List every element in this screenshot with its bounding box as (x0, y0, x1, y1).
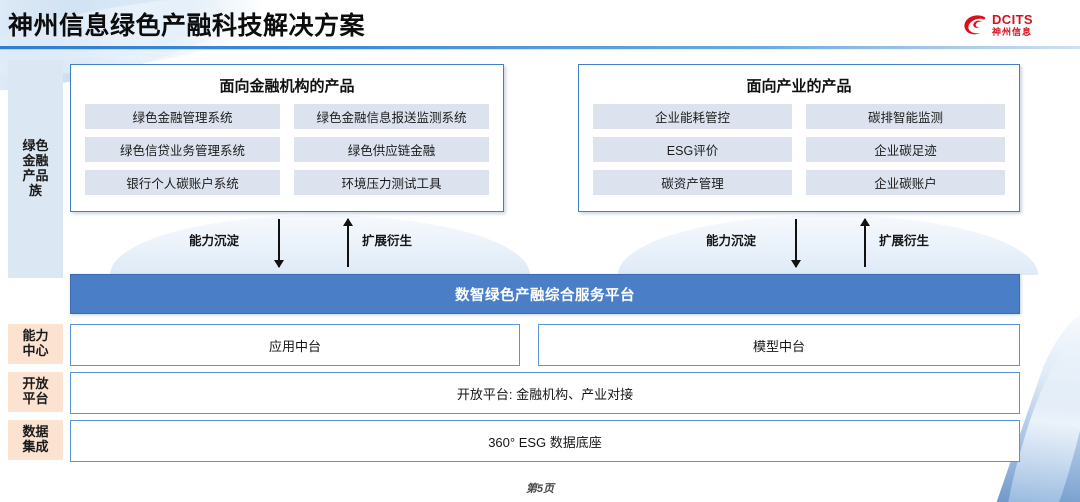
logo-text-cn: 神州信息 (992, 27, 1033, 37)
slide-header: 神州信息绿色产融科技解决方案 DCITS 神州信息 (0, 0, 1080, 50)
arrow-down-right-icon (789, 219, 803, 268)
page-title: 神州信息绿色产融科技解决方案 (8, 12, 366, 40)
sidebar-band-ability: 能力 中心 (8, 324, 63, 364)
sidebar-band-open-platform: 开放 平台 (8, 372, 63, 412)
arrow-up-right-icon (858, 218, 872, 267)
band-products-line-4: 族 (28, 182, 42, 198)
band-products-line-3: 产品 (22, 168, 49, 183)
arrow-down-left-icon (272, 219, 286, 268)
title-divider-soft (0, 49, 1080, 50)
product-chip[interactable]: 企业碳账户 (806, 170, 1005, 195)
product-chip[interactable]: 碳排智能监测 (806, 104, 1005, 129)
band-ability-line-1: 能力 (22, 328, 49, 344)
chip-grid-financial: 绿色金融管理系统 绿色金融信息报送监测系统 绿色信贷业务管理系统 绿色供应链金融… (71, 104, 503, 195)
product-chip[interactable]: 绿色金融管理系统 (85, 104, 280, 129)
flow-label-expansion-derivation-right: 扩展衍生 (879, 234, 930, 248)
band-products-line-1: 绿色 (22, 138, 49, 154)
product-chip[interactable]: ESG评价 (593, 137, 792, 162)
band-products-line-2: 金融 (22, 153, 49, 169)
product-chip[interactable]: 银行个人碳账户系统 (85, 170, 280, 195)
diagram-canvas: 绿色 金融 产品 族 能力 中心 开放 平台 数据 集成 面向金融机构的产品 绿… (0, 52, 1080, 472)
product-chip[interactable]: 绿色信贷业务管理系统 (85, 137, 280, 162)
layer-box-app-middle-platform[interactable]: 应用中台 (70, 324, 520, 366)
product-chip[interactable]: 企业碳足迹 (806, 137, 1005, 162)
band-data-line-1: 数据 (22, 424, 49, 440)
flow-label-expansion-derivation-left: 扩展衍生 (362, 234, 413, 248)
product-chip[interactable]: 碳资产管理 (593, 170, 792, 195)
product-chip[interactable]: 绿色供应链金融 (294, 137, 489, 162)
arrow-up-left-icon (341, 218, 355, 267)
logo-text-en: DCITS (992, 12, 1033, 27)
layer-box-open-platform[interactable]: 开放平台: 金融机构、产业对接 (70, 372, 1020, 414)
title-divider (0, 46, 1080, 49)
band-ability-line-2: 中心 (22, 343, 49, 358)
product-chip[interactable]: 环境压力测试工具 (294, 170, 489, 195)
band-data-line-2: 集成 (22, 439, 49, 454)
group-title-industry: 面向产业的产品 (746, 78, 852, 95)
product-chip[interactable]: 企业能耗管控 (593, 104, 792, 129)
layer-box-data-foundation[interactable]: 360° ESG 数据底座 (70, 420, 1020, 462)
page-number: 第5页 (525, 483, 555, 495)
group-title-financial: 面向金融机构的产品 (219, 78, 355, 95)
platform-bar[interactable]: 数智绿色产融综合服务平台 (70, 274, 1020, 314)
dcits-logo-mark-icon (962, 13, 988, 37)
chip-grid-industry: 企业能耗管控 碳排智能监测 ESG评价 企业碳足迹 碳资产管理 企业碳账户 (579, 104, 1019, 195)
product-group-financial-institutions: 面向金融机构的产品 绿色金融管理系统 绿色金融信息报送监测系统 绿色信贷业务管理… (70, 64, 504, 212)
band-open-line-2: 平台 (22, 391, 49, 406)
capability-dome-left (110, 215, 530, 275)
capability-dome-right (618, 215, 1038, 275)
flow-label-capability-precipitation-left: 能力沉淀 (189, 234, 240, 248)
product-chip[interactable]: 绿色金融信息报送监测系统 (294, 104, 489, 129)
brand-logo: DCITS 神州信息 (962, 8, 1070, 42)
flow-label-capability-precipitation-right: 能力沉淀 (706, 234, 757, 248)
sidebar-band-data-integration: 数据 集成 (8, 420, 63, 460)
layer-box-model-middle-platform[interactable]: 模型中台 (538, 324, 1020, 366)
product-group-industry: 面向产业的产品 企业能耗管控 碳排智能监测 ESG评价 企业碳足迹 碳资产管理 … (578, 64, 1020, 212)
band-open-line-1: 开放 (22, 376, 49, 392)
sidebar-band-products: 绿色 金融 产品 族 (8, 60, 63, 278)
